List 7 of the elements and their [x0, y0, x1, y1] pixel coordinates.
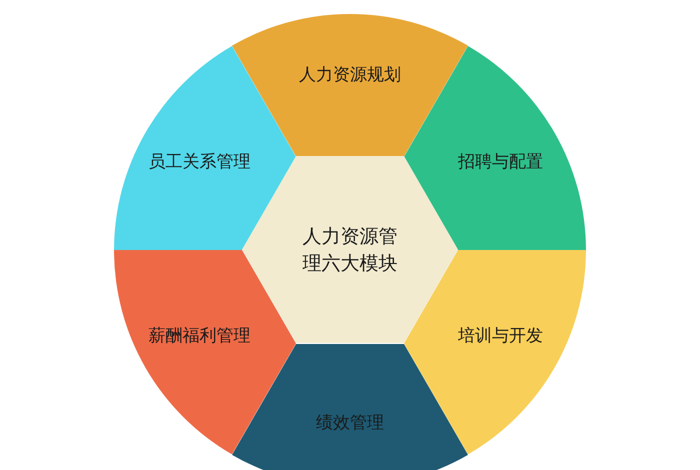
segment-label: 绩效管理 — [316, 412, 384, 436]
segment-label: 培训与开发 — [458, 325, 544, 348]
segment-label: 人力资源规划 — [299, 64, 401, 88]
segment-label: 招聘与配置 — [458, 151, 544, 174]
segment-label: 薪酬福利管理 — [148, 325, 250, 348]
center-title: 人力资源管理六大模块 — [302, 224, 398, 276]
segment-label: 员工关系管理 — [148, 151, 250, 174]
